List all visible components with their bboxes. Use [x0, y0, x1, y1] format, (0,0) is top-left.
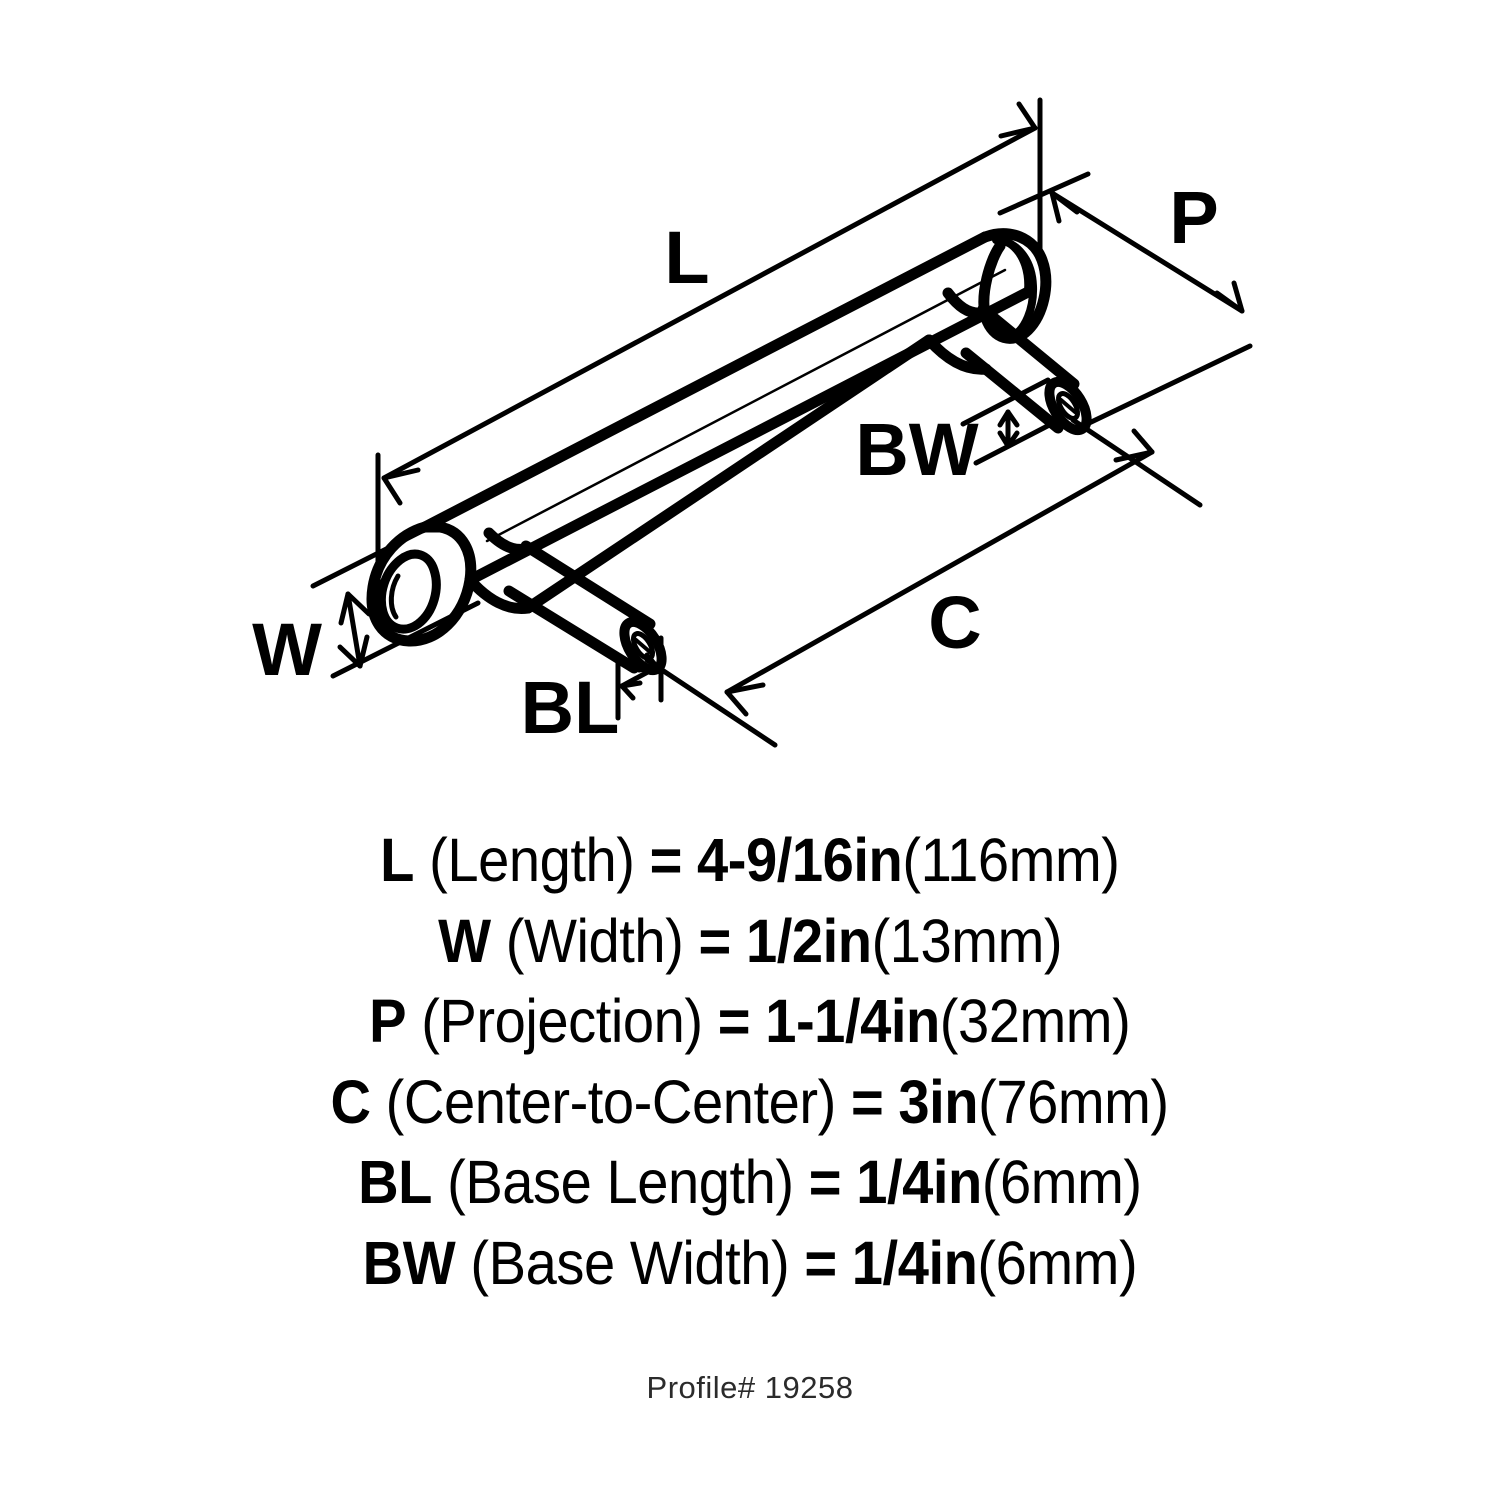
spec-code-base-width: BW — [362, 1228, 456, 1297]
dimension-label-projection: P — [1169, 176, 1218, 259]
dimension-label-width: W — [252, 608, 322, 691]
spec-row-length: L (Length) = 4-9/16in(116mm) — [380, 820, 1121, 901]
spec-value-projection: = 1-1/4in — [718, 987, 941, 1056]
dimension-base-width — [960, 377, 1064, 466]
spec-name-center-to-center: (Center-to-Center) — [386, 1067, 837, 1136]
spec-code-projection: P — [369, 987, 407, 1056]
spec-row-base-width: BW (Base Width) = 1/4in(6mm) — [363, 1223, 1138, 1304]
spec-metric-length: (116mm) — [902, 826, 1121, 894]
dimension-label-base-width: BW — [855, 408, 978, 491]
bar-lower-contour — [522, 334, 935, 614]
dimension-projection — [997, 171, 1253, 428]
spec-metric-base-width: (6mm) — [977, 1228, 1138, 1297]
dimension-width — [310, 524, 481, 679]
spec-value-base-width: = 1/4in — [804, 1228, 978, 1297]
spec-name-width: (Width) — [505, 906, 684, 975]
diagram-area: L W P C BL BW — [252, 97, 1253, 749]
spec-metric-base-length: (6mm) — [981, 1148, 1142, 1217]
spec-row-center-to-center: C (Center-to-Center) = 3in(76mm) — [330, 1062, 1170, 1143]
spec-name-projection: (Projection) — [421, 987, 703, 1056]
spec-row-width: W (Width) = 1/2in(13mm) — [438, 901, 1062, 982]
spec-value-width: = 1/2in — [698, 906, 872, 975]
spec-row-projection: P (Projection) = 1-1/4in(32mm) — [369, 981, 1131, 1062]
spec-value-length: = 4-9/16in — [649, 826, 903, 894]
profile-number: Profile# 19258 — [646, 1370, 854, 1405]
dimension-label-length: L — [664, 216, 709, 299]
bar-pull-isometric-svg: L W P C BL BW — [252, 97, 1253, 749]
dimension-base-length — [615, 635, 664, 721]
dimension-label-center-to-center: C — [928, 581, 981, 664]
spec-name-length: (Length) — [429, 826, 635, 894]
spec-name-base-width: (Base Width) — [470, 1228, 790, 1297]
handle-right-end-cap — [978, 228, 1052, 344]
specification-list: L (Length) = 4-9/16in(116mm) W (Width) =… — [0, 820, 1500, 1420]
spec-code-center-to-center: C — [330, 1067, 372, 1136]
spec-value-center-to-center: = 3in — [851, 1067, 979, 1136]
spec-metric-projection: (32mm) — [940, 987, 1131, 1056]
dimension-length — [375, 97, 1043, 595]
dimension-label-base-length: BL — [521, 666, 620, 749]
spec-code-length: L — [380, 826, 415, 894]
dimension-center-to-center — [644, 417, 1203, 748]
left-post-and-base — [464, 527, 667, 676]
spec-metric-width: (13mm) — [871, 906, 1062, 975]
spec-metric-center-to-center: (76mm) — [978, 1067, 1170, 1136]
spec-name-base-length: (Base Length) — [447, 1148, 794, 1217]
spec-row-base-length: BL (Base Length) = 1/4in(6mm) — [358, 1142, 1142, 1223]
spec-code-width: W — [438, 906, 491, 975]
spec-code-base-length: BL — [358, 1148, 433, 1217]
spec-value-base-length: = 1/4in — [808, 1148, 982, 1217]
handle-left-end-cap — [366, 521, 477, 647]
